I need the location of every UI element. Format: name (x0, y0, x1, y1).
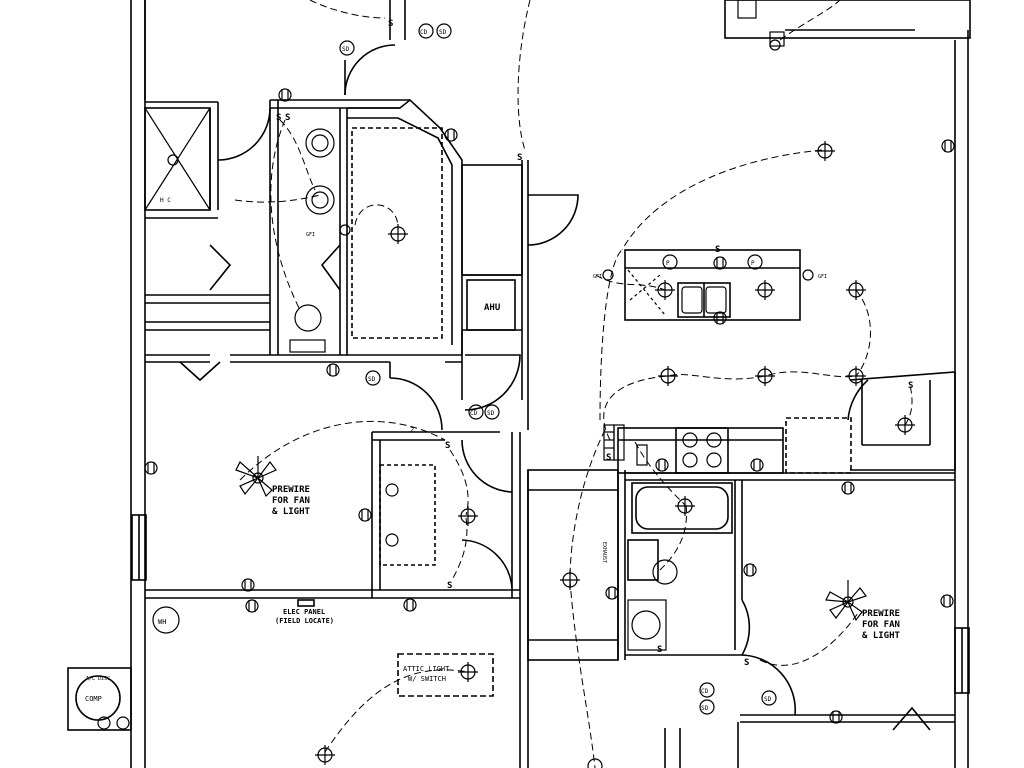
elec-panel-sub-label: (FIELD LOCATE) (275, 617, 334, 625)
switch-label-7: S (715, 245, 720, 255)
light-fixture (315, 141, 915, 768)
switch-label-8: S (908, 381, 913, 391)
switch-label-2: S (517, 153, 522, 163)
attic-light-sub-label: W/ SWITCH (408, 675, 446, 683)
gfi-label-right: GFI (818, 274, 827, 280)
prewire-label-left-2: FOR FAN (272, 496, 310, 506)
prewire-label-left-1: PREWIRE (272, 485, 310, 495)
ahu-label: AHU (484, 303, 500, 313)
prewire-label-right-1: PREWIRE (862, 609, 900, 619)
switch-label-9: S (606, 453, 611, 463)
sd-label-bath: SD (342, 46, 350, 53)
gfi-label-left: GFI (593, 274, 602, 280)
plug-label-2: P (751, 260, 755, 267)
switch-label-1: S (388, 19, 393, 29)
switch-label-10: S (657, 645, 662, 655)
switch-label-3: S (276, 113, 281, 123)
switch-label-11: S (744, 658, 749, 668)
prewire-label-right-2: FOR FAN (862, 620, 900, 630)
sd-label-bottom2: SD (764, 696, 772, 703)
prewire-label-left-3: & LIGHT (272, 507, 311, 517)
wh-label: WH (158, 618, 166, 626)
prewire-label-right-3: & LIGHT (862, 631, 901, 641)
ac-disc-label: A/C DISC (86, 676, 110, 682)
sd-label-hall: SD (368, 376, 376, 383)
attic-light-label: ATTIC LIGHT (403, 665, 450, 673)
outlet-symbols (97, 39, 955, 730)
switch-2-label: 2 (410, 426, 414, 434)
gfi-label-bath: GFI (306, 232, 315, 238)
elec-panel-label: ELEC PANEL (283, 608, 325, 616)
sd-label-hall2: SD (487, 410, 495, 417)
switch-label-5: S (445, 441, 450, 451)
cd-label-hall: CD (470, 410, 478, 417)
walls (67, 0, 971, 768)
switch-label-6: S (447, 581, 452, 591)
circuit-wiring (234, 0, 913, 768)
electrical-symbols (97, 0, 955, 768)
cd-label-top: CD (420, 29, 428, 36)
annotations: PREWIRE FOR FAN & LIGHT PREWIRE FOR FAN … (85, 19, 913, 712)
exhaust-label: EXHAUST (601, 542, 607, 563)
switch-label-4: S (285, 113, 290, 123)
plug-label-1: P (666, 260, 670, 267)
sd-label-bottom: SD (701, 705, 709, 712)
comp-label: COMP (85, 695, 102, 703)
sd-label-top: SD (439, 29, 447, 36)
detector-symbols (339, 23, 777, 715)
hot-cold-label: H C (160, 197, 171, 204)
ceiling-fan (235, 456, 867, 622)
cd-label-bottom: CD (701, 688, 709, 695)
